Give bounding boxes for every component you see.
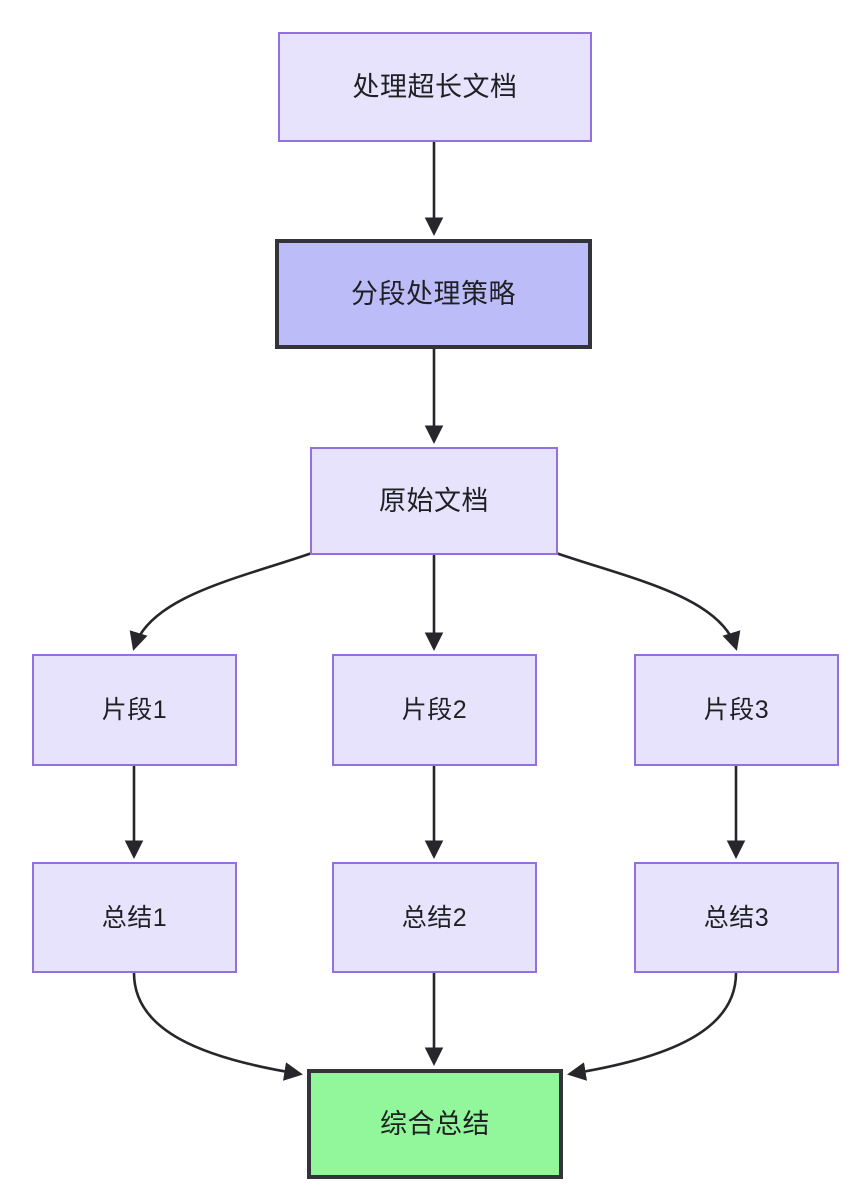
edge-s1-end	[132, 972, 303, 1081]
node-summary-1[interactable]: 总结1	[32, 862, 237, 973]
edge-s3-end	[567, 972, 738, 1081]
node-label: 处理超长文档	[352, 71, 518, 102]
node-final-summary[interactable]: 综合总结	[307, 1069, 563, 1179]
node-label: 分段处理策略	[351, 278, 516, 309]
node-label: 片段3	[703, 696, 770, 724]
node-label: 片段1	[101, 696, 168, 724]
node-fragment-1[interactable]: 片段1	[32, 654, 237, 766]
edge-n3-f1	[129, 551, 313, 651]
node-summary-2[interactable]: 总结2	[332, 862, 537, 973]
node-chunking-strategy[interactable]: 分段处理策略	[275, 239, 592, 349]
node-fragment-2[interactable]: 片段2	[332, 654, 537, 766]
edge-n3-f3	[555, 551, 741, 651]
node-original-document[interactable]: 原始文档	[310, 447, 558, 555]
node-process-long-document[interactable]: 处理超长文档	[278, 32, 592, 142]
node-label: 综合总结	[380, 1108, 490, 1139]
node-label: 总结3	[703, 903, 770, 932]
node-fragment-3[interactable]: 片段3	[634, 654, 839, 766]
node-summary-3[interactable]: 总结3	[634, 862, 839, 973]
node-label: 总结2	[401, 903, 468, 932]
node-label: 总结1	[101, 903, 168, 932]
node-label: 原始文档	[379, 485, 489, 516]
node-label: 片段2	[401, 696, 468, 724]
